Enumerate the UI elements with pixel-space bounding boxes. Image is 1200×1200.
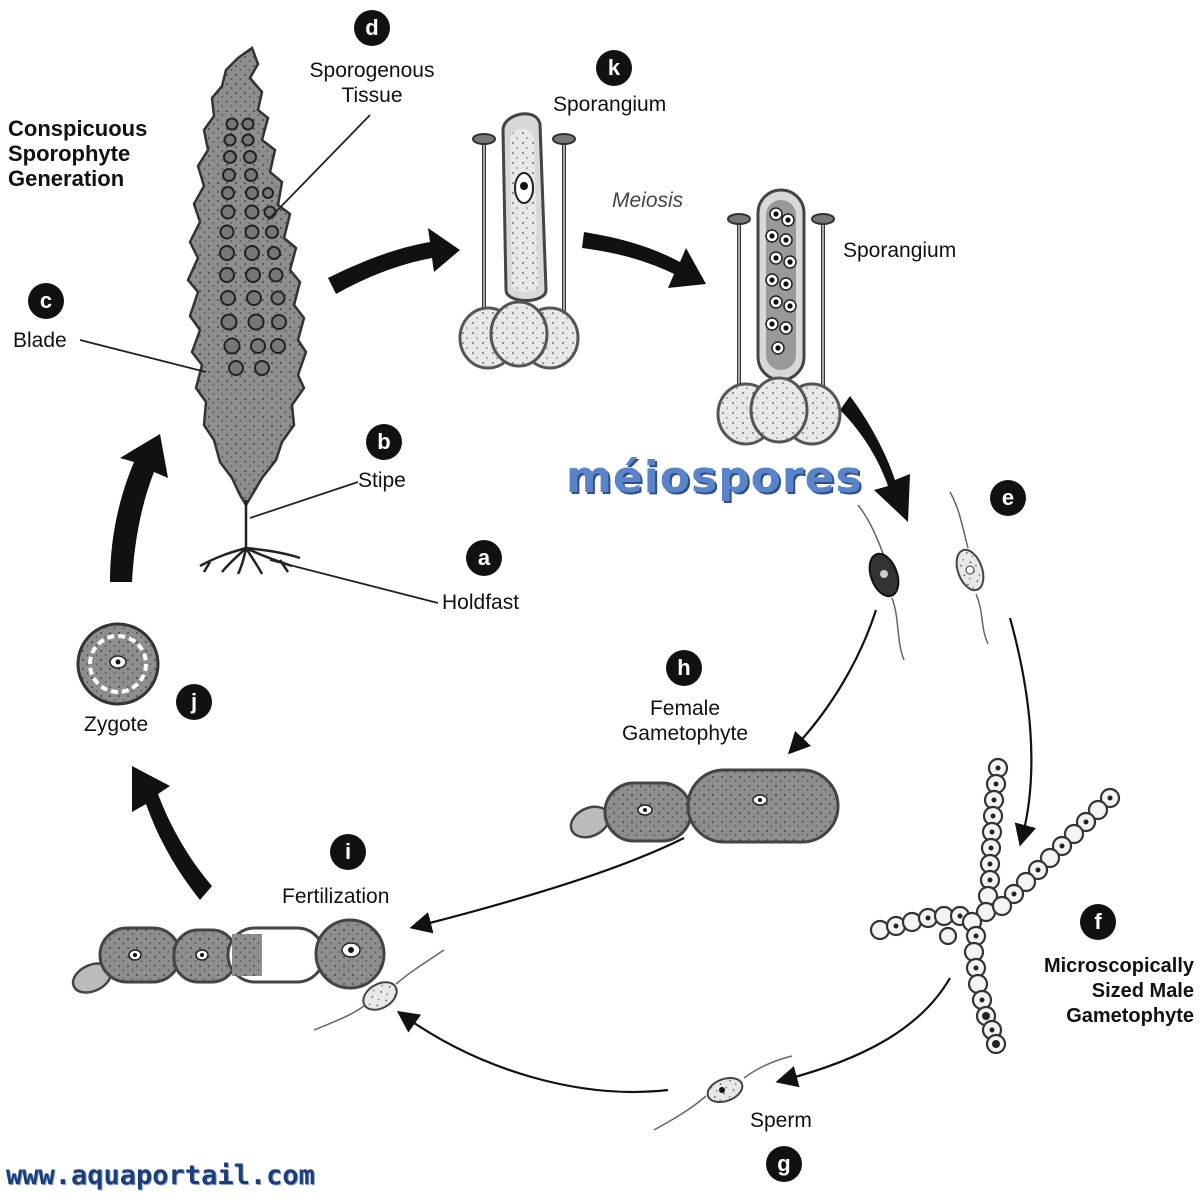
sporogenous-line-1: Sporogenous (309, 59, 435, 82)
badge-b: b (366, 424, 402, 460)
holdfast-label: Holdfast (442, 591, 520, 614)
sperm-cell (653, 1055, 793, 1131)
sporangium-meiosis (716, 188, 842, 446)
female-line-2: Gametophyte (621, 722, 749, 745)
female-gametophyte-label: Female Gametophyte (600, 696, 770, 746)
male-line-1: Microscopically (1043, 955, 1194, 977)
zygote-cell (76, 622, 160, 706)
sperm-label: Sperm (750, 1109, 812, 1132)
badge-f: f (1080, 904, 1116, 940)
badge-d: d (354, 10, 390, 46)
cycle-arrows (110, 228, 910, 900)
badge-j: j (176, 684, 212, 720)
generation-line-2: Sporophyte (8, 141, 131, 166)
female-gametophyte-cells (569, 768, 840, 844)
meiospore-female (857, 504, 905, 661)
generation-line-3: Generation (8, 166, 125, 191)
thin-arrows (396, 609, 1037, 1093)
sporogenous-tissue-label: Sporogenous Tissue (296, 58, 448, 108)
sporangium-label-top: Sporangium (553, 93, 667, 116)
generation-line-1: Conspicuous (8, 116, 148, 141)
badge-c: c (28, 283, 64, 319)
generation-label: Conspicuous Sporophyte Generation (8, 116, 147, 191)
badge-k: k (596, 50, 632, 86)
badge-a: a (466, 540, 502, 576)
sporangium-label-right: Sporangium (843, 239, 957, 262)
fertilization-label: Fertilization (282, 885, 390, 908)
badge-i: i (330, 834, 366, 870)
badge-g: g (766, 1146, 802, 1182)
leader-lines (79, 114, 439, 604)
male-line-2: Sized Male (1091, 980, 1194, 1002)
meiosis-label: Meiosis (612, 189, 684, 212)
female-line-1: Female (649, 697, 721, 720)
sporangium-k (458, 112, 580, 370)
stipe-and-holdfast (199, 500, 301, 575)
meiospore-male (949, 491, 989, 645)
badge-e: e (990, 480, 1026, 516)
watermark-link[interactable]: www.aquaportail.com (6, 1160, 315, 1191)
fertilization-cells (71, 918, 445, 1031)
stipe-label: Stipe (358, 469, 406, 492)
meiospores-label: méiospores (566, 452, 863, 503)
sporophyte-blade (186, 46, 308, 508)
sporogenous-line-2: Tissue (341, 84, 403, 107)
badge-h: h (666, 650, 702, 686)
male-line-3: Gametophyte (1066, 1005, 1194, 1027)
blade-label: Blade (13, 329, 67, 352)
male-gametophyte-nuclei (893, 765, 1113, 1048)
male-gametophyte-label: Microscopically Sized Male Gametophyte (1008, 954, 1194, 1029)
zygote-label: Zygote (84, 713, 149, 736)
